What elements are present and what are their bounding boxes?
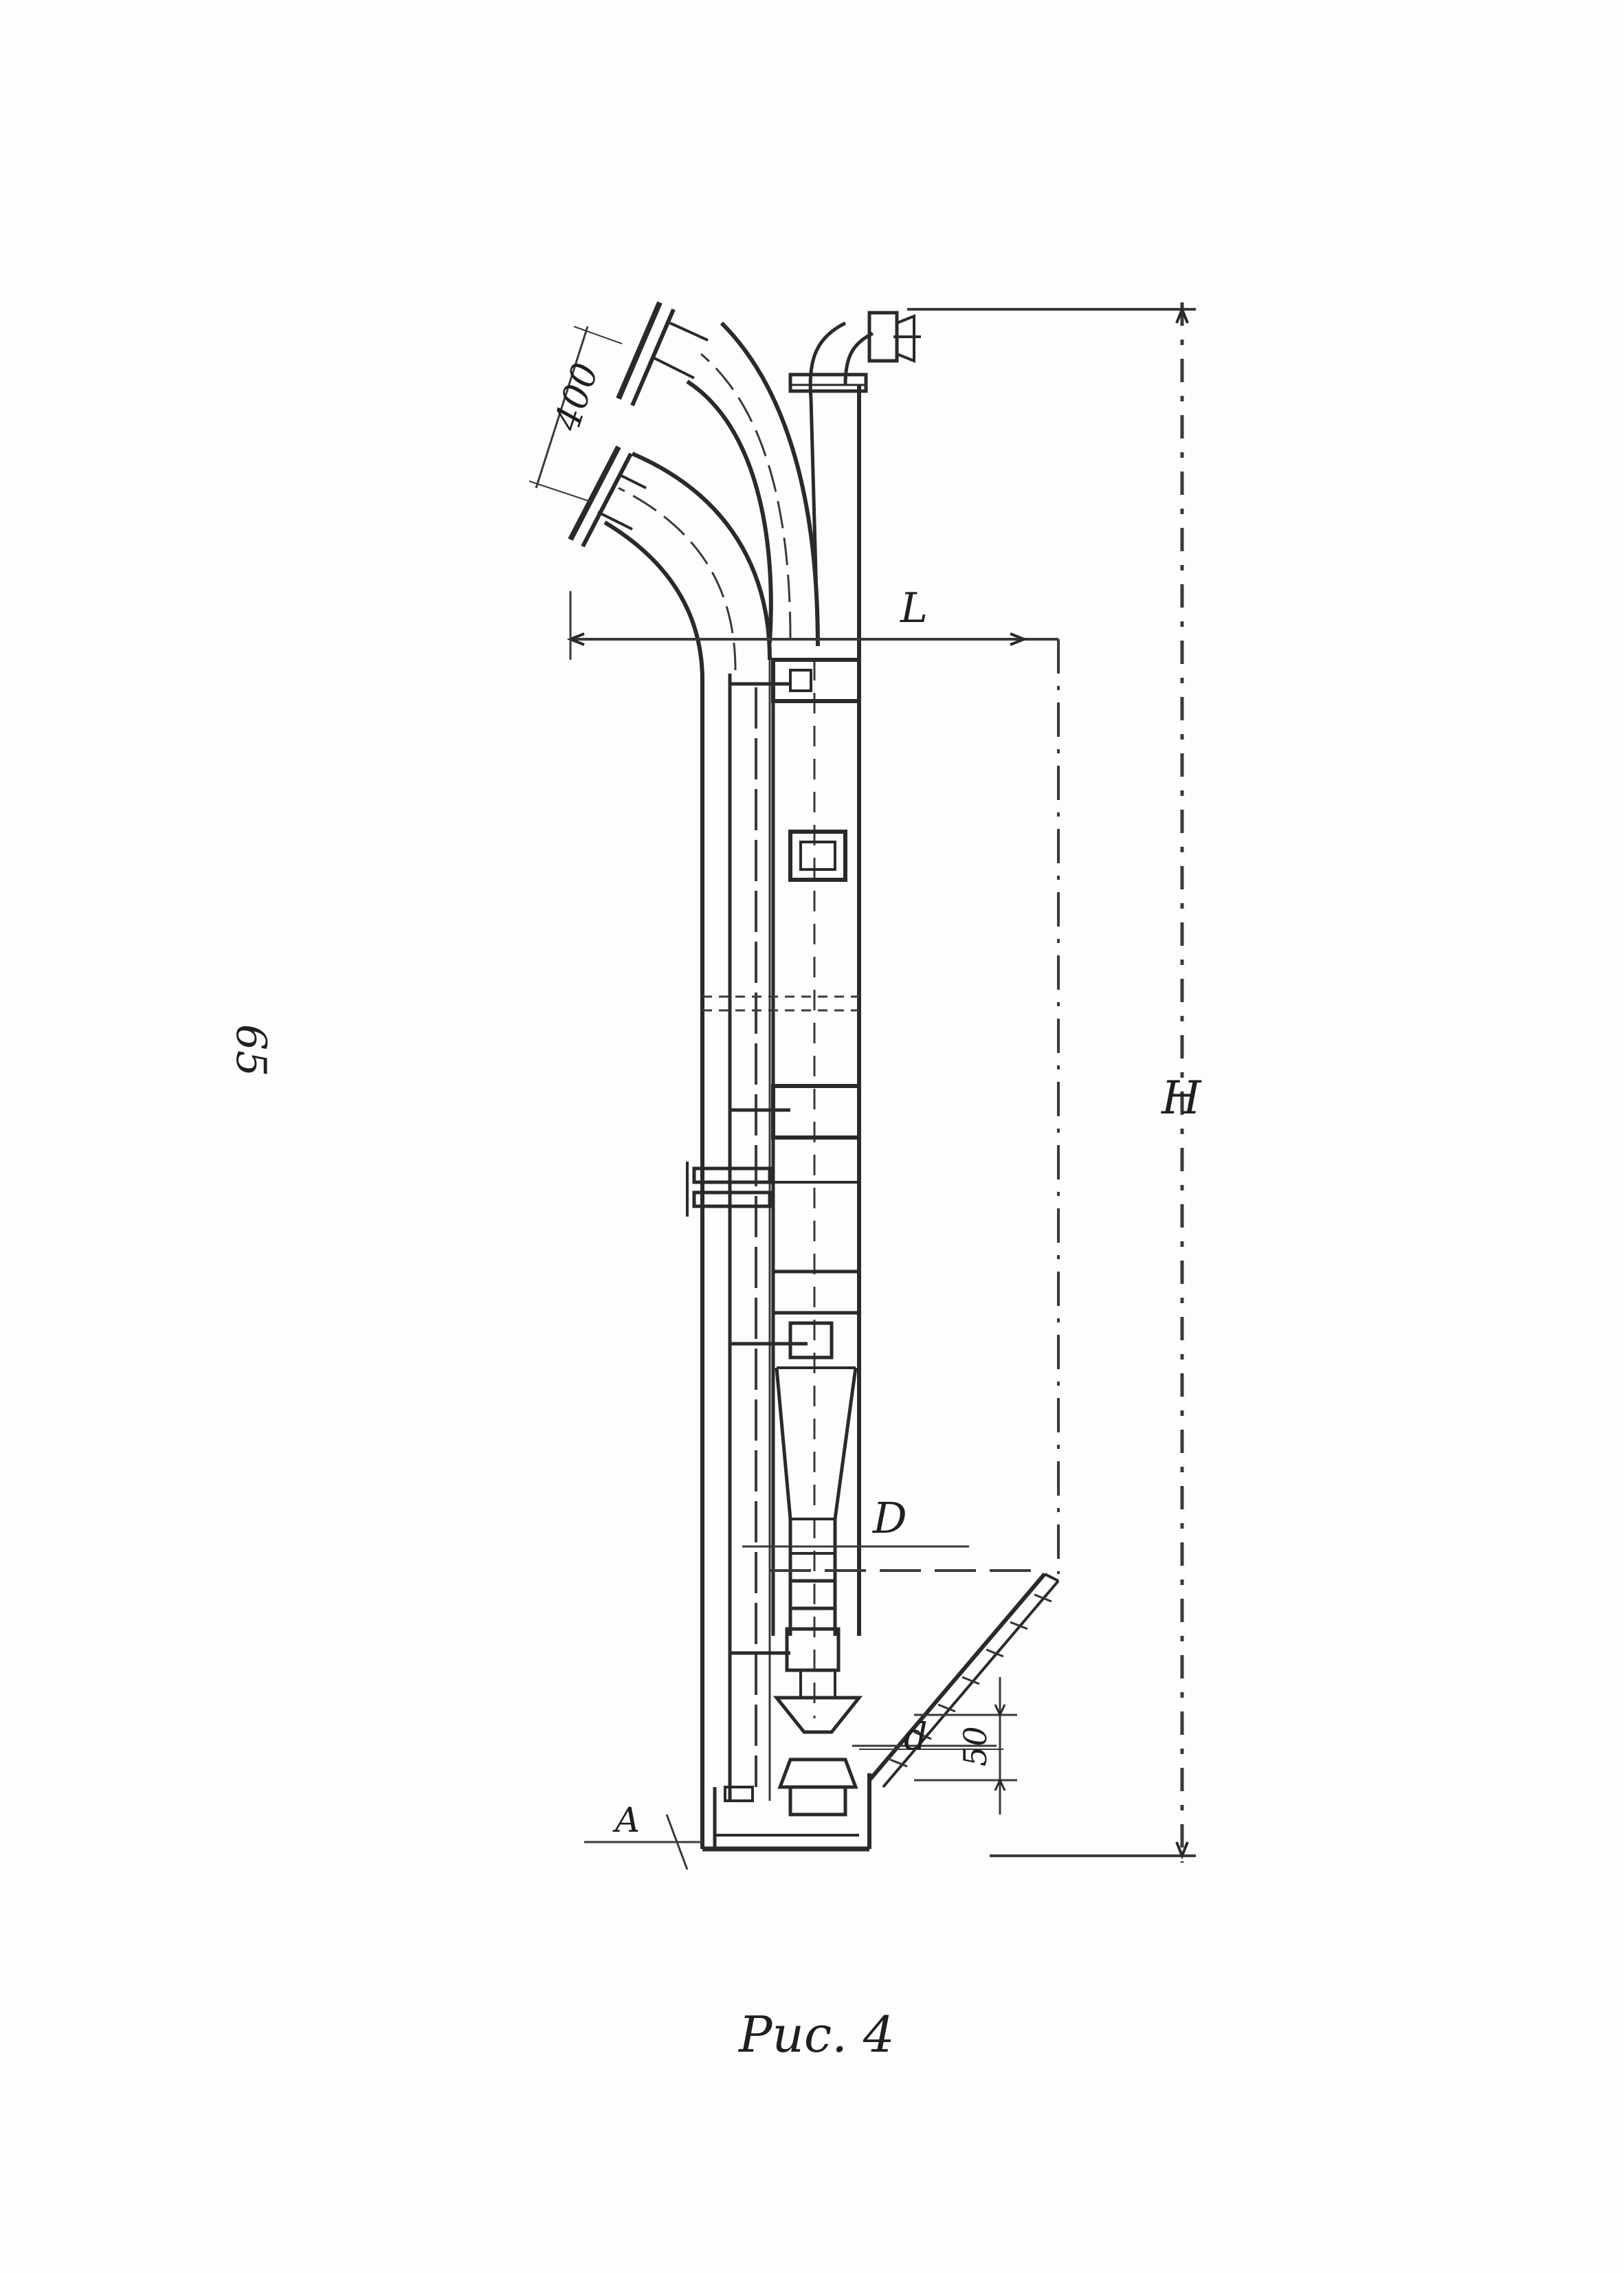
- top-vent-pipe: [788, 311, 921, 647]
- dim-400: 400: [529, 326, 623, 502]
- marker-a: A: [584, 1800, 702, 1870]
- upper-elbow-2: [616, 301, 820, 647]
- label-a: A: [612, 1800, 640, 1840]
- dim-50: d 50: [852, 1677, 1017, 1815]
- inspection-window: [788, 830, 847, 882]
- diffuser-cone: [730, 1366, 859, 1672]
- inner-sections: [730, 1181, 861, 1360]
- coupling-2: [730, 1084, 861, 1140]
- water-level: D: [770, 1493, 1045, 1572]
- label-l: L: [900, 584, 928, 632]
- coupling-1: [730, 658, 861, 703]
- inner-column: [771, 646, 861, 1718]
- dim-400-label: 400: [546, 358, 607, 436]
- figure-caption: Рис. 4: [737, 2006, 895, 2063]
- upper-elbow-1: [568, 445, 772, 681]
- dim-length: L: [566, 584, 1060, 1574]
- page-number: 65: [227, 1024, 275, 1076]
- dim-height: H: [907, 302, 1202, 1863]
- label-h: H: [1161, 1072, 1202, 1124]
- left-flange: [686, 1162, 772, 1217]
- section-break: [702, 995, 859, 1012]
- label-d-lower: d: [904, 1715, 928, 1758]
- label-d-upper: D: [872, 1493, 907, 1543]
- nozzle-assembly: [772, 1670, 863, 1817]
- left-vertical-pipe: [700, 660, 771, 1849]
- dim-50-label: 50: [957, 1726, 994, 1766]
- bottom-box: [702, 1773, 871, 1852]
